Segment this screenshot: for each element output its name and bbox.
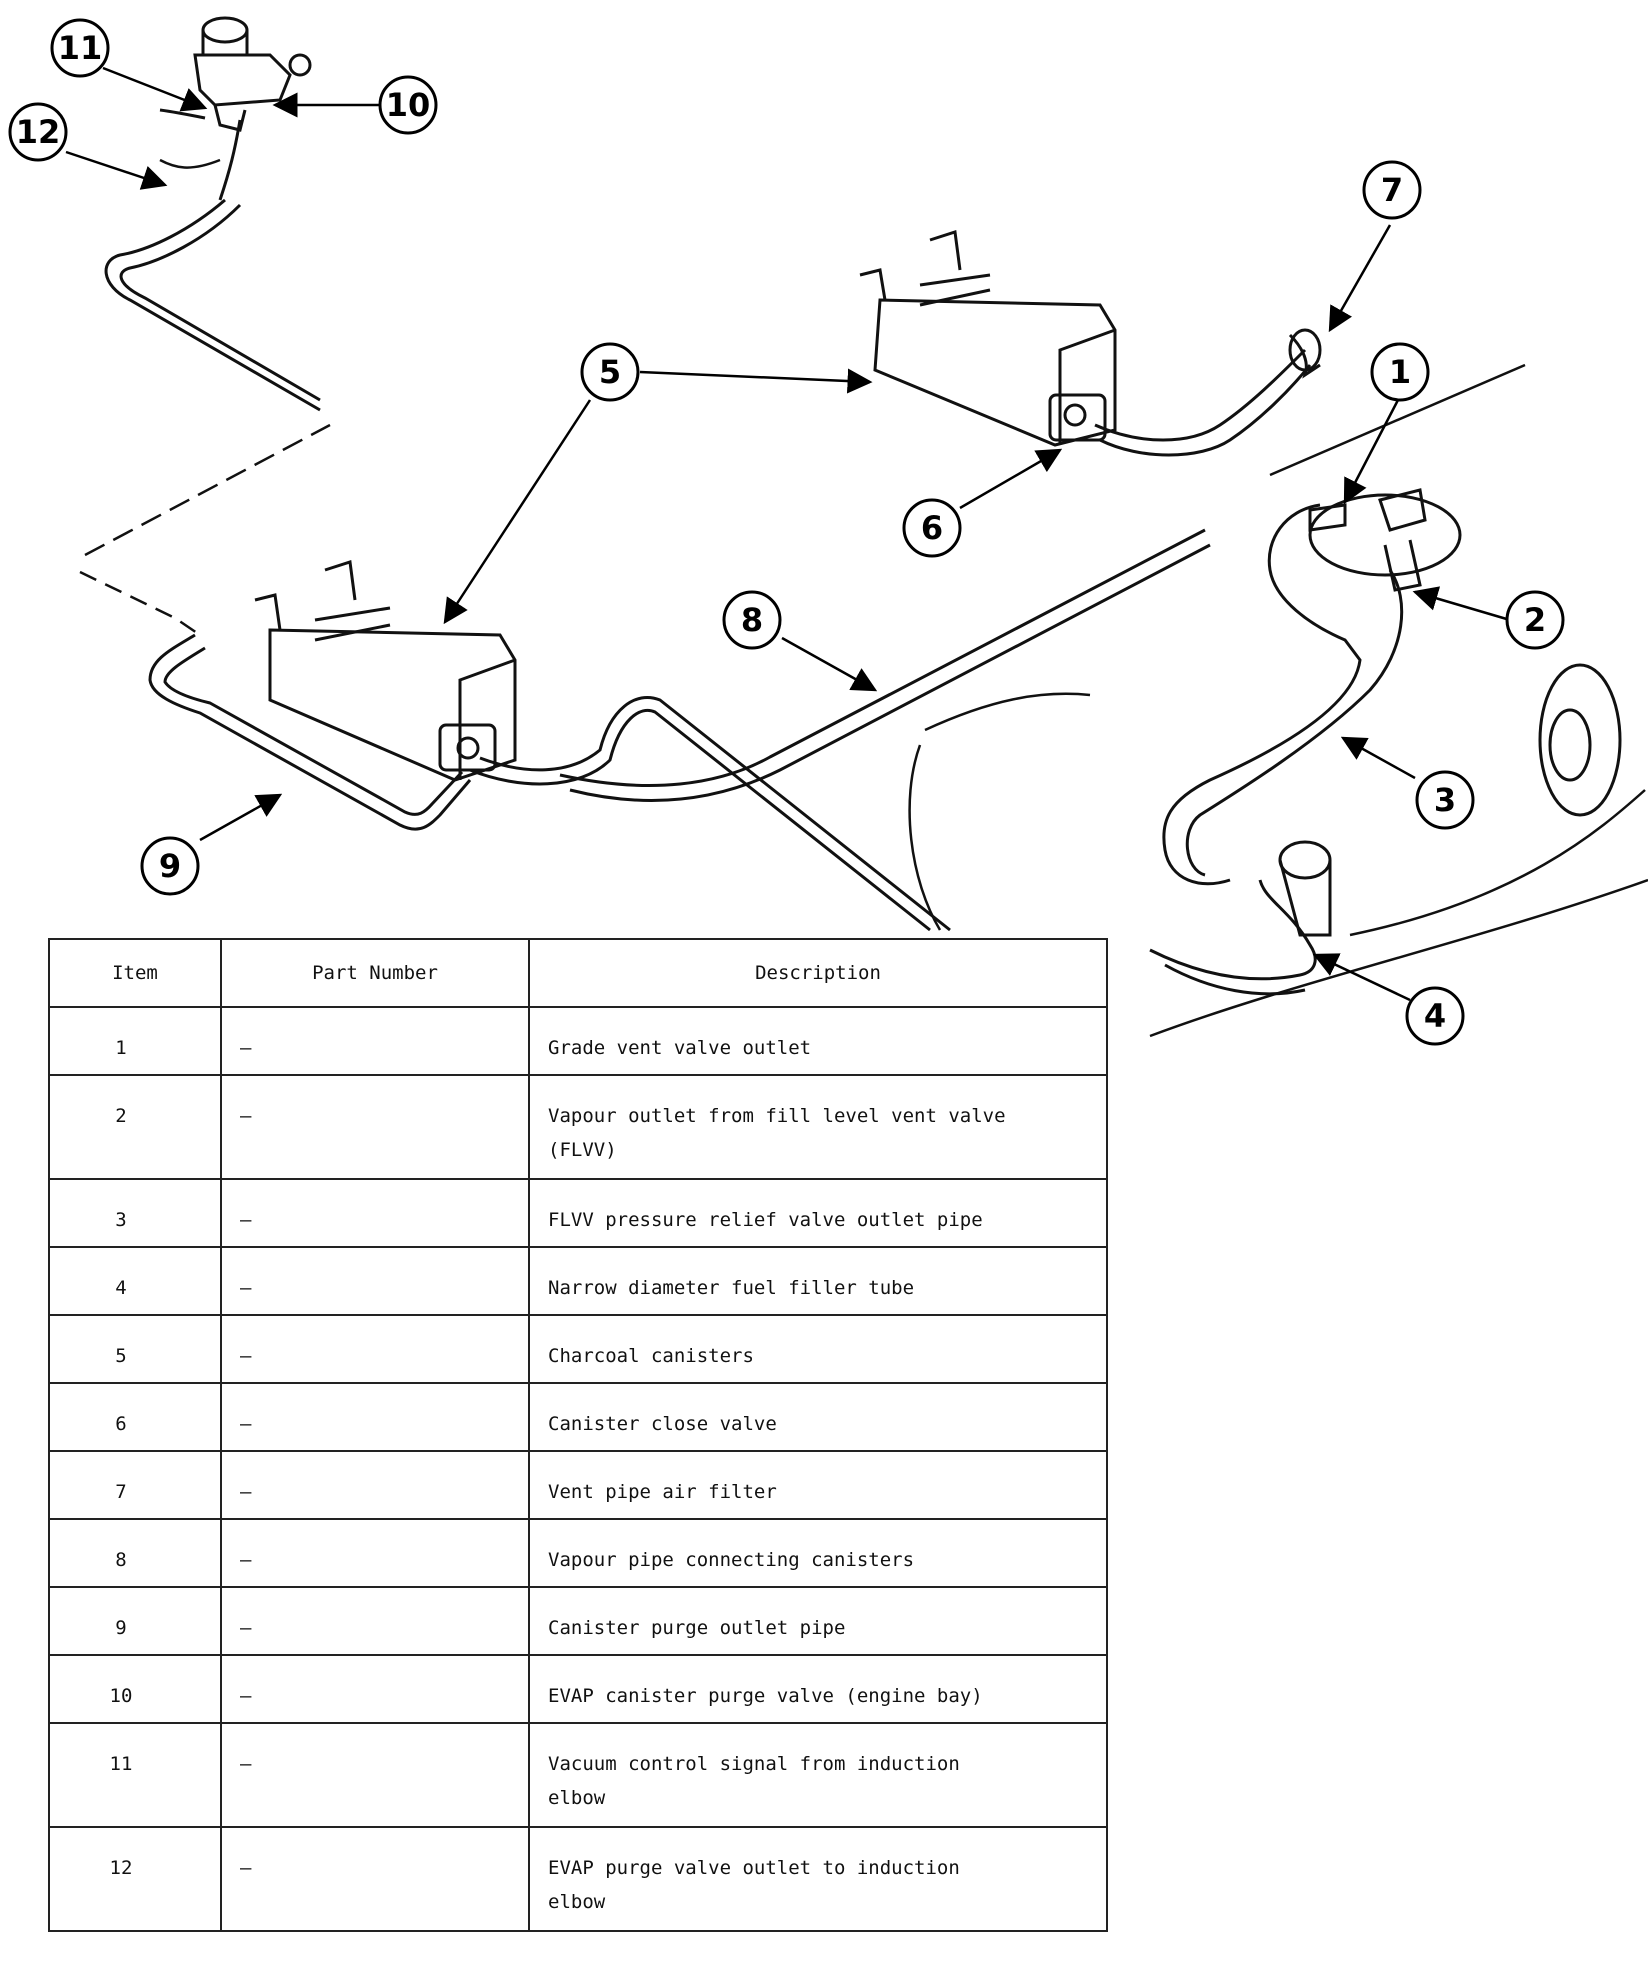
- row-description: Vapour outlet from fill level vent valve…: [548, 1105, 1006, 1161]
- leader-arrows: [65, 66, 1511, 1002]
- callout-8: 8: [741, 601, 763, 639]
- callout-7-circle: [1362, 160, 1422, 220]
- row-part-number: –: [240, 1617, 252, 1639]
- callout-11: 11: [58, 29, 103, 67]
- row-item: 6: [115, 1413, 127, 1435]
- row-part-number: –: [240, 1277, 252, 1299]
- callout-5: 5: [599, 353, 621, 391]
- row-description: Vapour pipe connecting canisters: [548, 1549, 915, 1571]
- row-item: 12: [109, 1857, 133, 1879]
- callout-3: 3: [1434, 781, 1456, 819]
- callout-8-circle: [722, 590, 782, 650]
- header-part-number: Part Number: [220, 938, 530, 1008]
- row-description: Canister close valve: [548, 1413, 777, 1435]
- row-part-number: –: [240, 1345, 252, 1367]
- row-description: Canister purge outlet pipe: [548, 1617, 846, 1639]
- row-part-number: –: [240, 1413, 252, 1435]
- purge-valve-10: [159, 16, 312, 201]
- callout-11-circle: [50, 18, 110, 78]
- table-row: 7 – Vent pipe air filter: [48, 1450, 1108, 1520]
- callout-2: 2: [1524, 601, 1546, 639]
- parts-table: Item Part Number Description 1 – Grade v…: [48, 938, 1108, 1932]
- canister-5-lower: [254, 560, 517, 782]
- row-description: EVAP canister purge valve (engine bay): [548, 1685, 983, 1707]
- row-part-number: –: [240, 1685, 252, 1707]
- callout-10: 10: [386, 86, 431, 124]
- callout-12-circle: [8, 102, 68, 162]
- callout-5-circle: [580, 342, 640, 402]
- callout-9: 9: [159, 847, 181, 885]
- callout-6: 6: [921, 509, 943, 547]
- header-description: Description: [528, 938, 1108, 1008]
- callout-2-circle: [1505, 590, 1565, 650]
- row-description: Narrow diameter fuel filler tube: [548, 1277, 915, 1299]
- vehicle-outline-lines: [79, 363, 1648, 1038]
- row-item: 9: [115, 1617, 127, 1639]
- table-row: 5 – Charcoal canisters: [48, 1314, 1108, 1384]
- fuel-tank-module: [1278, 488, 1622, 937]
- table-row: 6 – Canister close valve: [48, 1382, 1108, 1452]
- row-description: Vent pipe air filter: [548, 1481, 777, 1503]
- callout-circles: [8, 18, 1565, 1046]
- callout-7: 7: [1381, 171, 1403, 209]
- row-item: 4: [115, 1277, 127, 1299]
- row-part-number: –: [240, 1857, 252, 1879]
- row-item: 10: [109, 1685, 133, 1707]
- row-item: 11: [109, 1753, 133, 1775]
- callout-4-circle: [1405, 986, 1465, 1046]
- callout-9-circle: [140, 836, 200, 896]
- table-row: 4 – Narrow diameter fuel filler tube: [48, 1246, 1108, 1316]
- row-item: 7: [115, 1481, 127, 1503]
- table-row: 8 – Vapour pipe connecting canisters: [48, 1518, 1108, 1588]
- table-row: 9 – Canister purge outlet pipe: [48, 1586, 1108, 1656]
- row-description: Grade vent valve outlet: [548, 1037, 812, 1059]
- table-row: 3 – FLVV pressure relief valve outlet pi…: [48, 1178, 1108, 1248]
- table-header-row: Item Part Number Description: [48, 938, 1108, 1008]
- row-description: EVAP purge valve outlet to induction elb…: [548, 1857, 960, 1913]
- callout-1: 1: [1389, 353, 1411, 391]
- table-row: 1 – Grade vent valve outlet: [48, 1006, 1108, 1076]
- table-row: 11 – Vacuum control signal from inductio…: [48, 1722, 1108, 1828]
- pipes: [104, 158, 1404, 996]
- table-row: 12 – EVAP purge valve outlet to inductio…: [48, 1826, 1108, 1932]
- callout-1-circle: [1370, 342, 1430, 402]
- callout-12: 12: [16, 113, 61, 151]
- row-part-number: –: [240, 1037, 252, 1059]
- row-item: 5: [115, 1345, 127, 1367]
- callout-4: 4: [1424, 997, 1446, 1035]
- canister-5-upper: [859, 230, 1322, 447]
- row-description: Vacuum control signal from induction elb…: [548, 1753, 960, 1809]
- callout-numbers: 1 2 3 4 5 6 7 8 9 10 11 12: [16, 29, 1546, 1035]
- row-part-number: –: [240, 1481, 252, 1503]
- row-part-number: –: [240, 1549, 252, 1571]
- row-item: 2: [115, 1105, 127, 1127]
- row-part-number: –: [240, 1105, 252, 1127]
- callout-10-circle: [378, 75, 438, 135]
- row-item: 8: [115, 1549, 127, 1571]
- callout-6-circle: [902, 498, 962, 558]
- row-item: 1: [115, 1037, 127, 1059]
- row-part-number: –: [240, 1209, 252, 1231]
- callout-3-circle: [1415, 770, 1475, 830]
- row-description: Charcoal canisters: [548, 1345, 754, 1367]
- table-row: 10 – EVAP canister purge valve (engine b…: [48, 1654, 1108, 1724]
- row-description: FLVV pressure relief valve outlet pipe: [548, 1209, 983, 1231]
- table-row: 2 – Vapour outlet from fill level vent v…: [48, 1074, 1108, 1180]
- row-part-number: –: [240, 1753, 252, 1775]
- header-item: Item: [48, 938, 222, 1008]
- row-item: 3: [115, 1209, 127, 1231]
